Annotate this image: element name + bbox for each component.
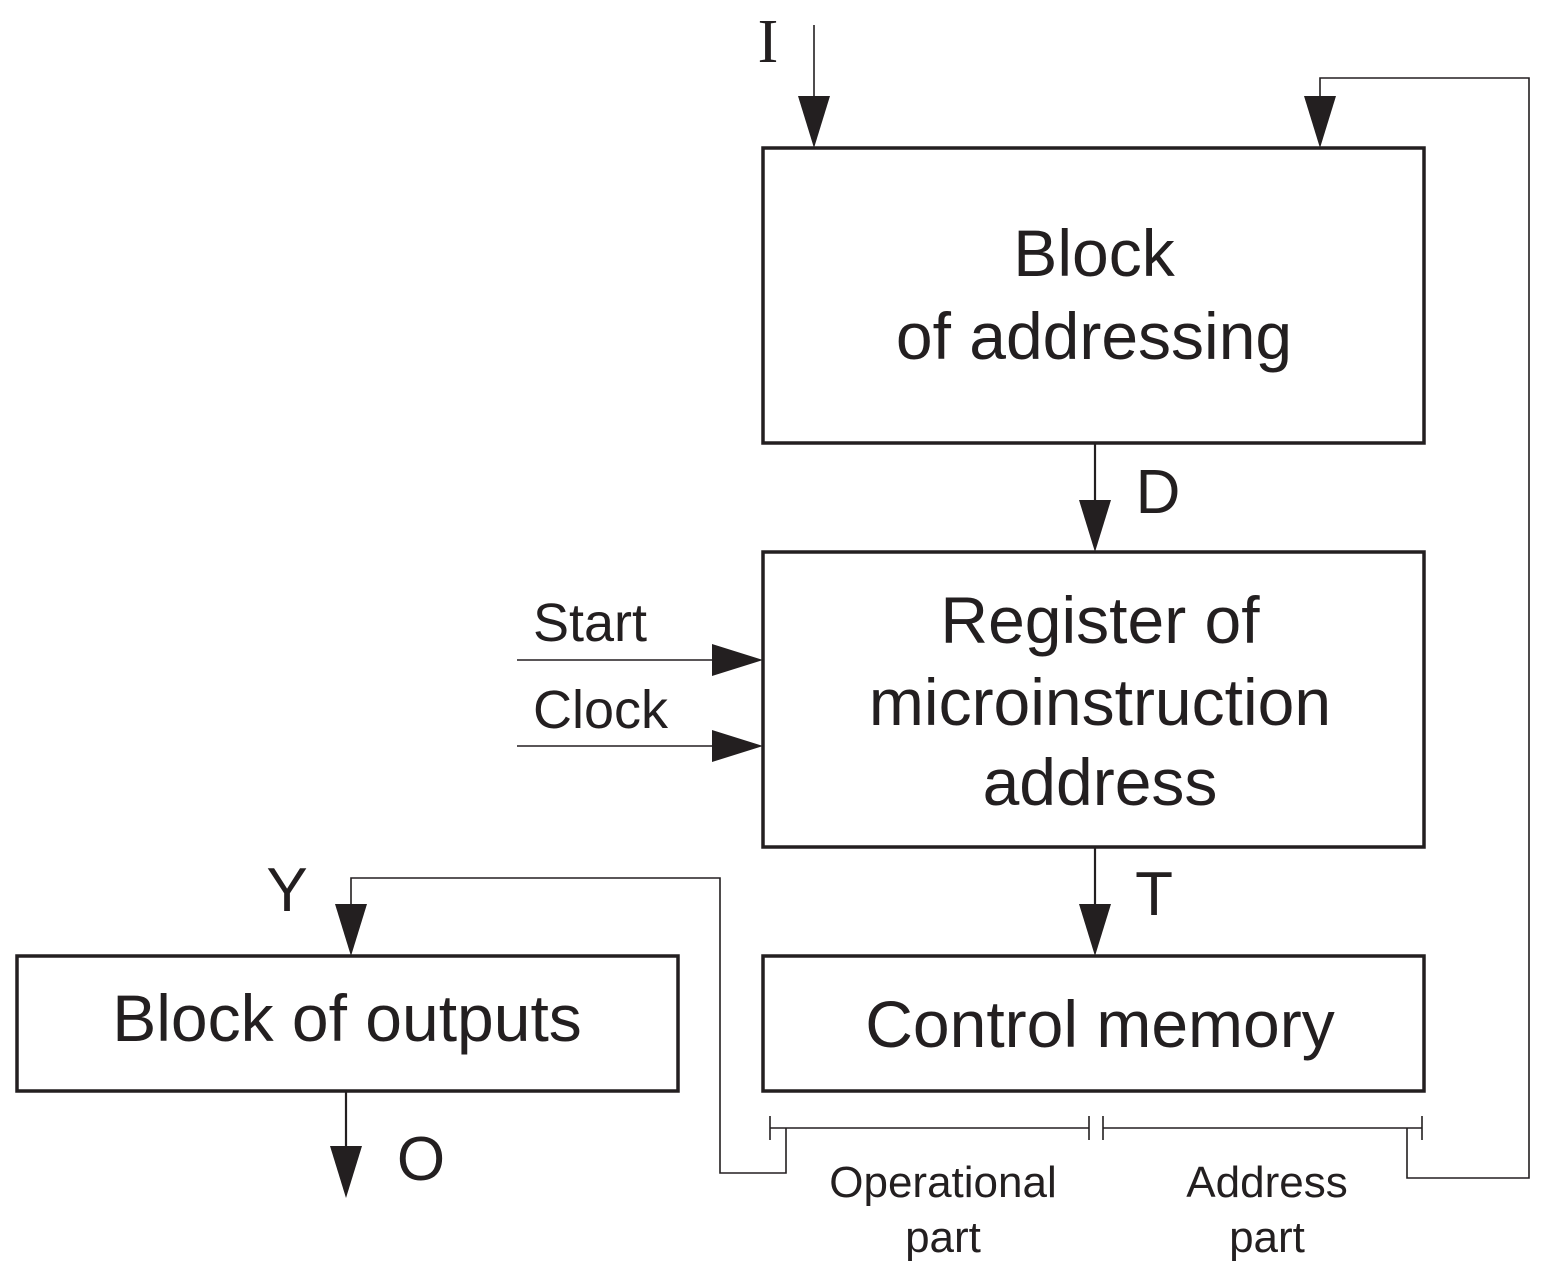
control-memory-block: Control memory [761,954,1426,1093]
signal-t-arrow: T [1079,847,1173,956]
block-of-addressing-label-line1: Block [1013,216,1175,290]
operational-part-label-line1: Operational [829,1158,1056,1207]
register-label-line1: Register of [940,583,1260,657]
start-label: Start [533,593,647,653]
signal-i-label: I [758,8,779,76]
input-i-arrow: I [758,8,830,148]
control-memory-label: Control memory [865,987,1334,1061]
signal-y-label: Y [266,856,307,925]
operational-feedback-line: Y [266,856,787,1174]
register-label-line2: microinstruction [869,665,1331,739]
clock-label: Clock [533,680,669,740]
signal-t-label: T [1135,860,1173,929]
clock-input-arrow: Clock [517,680,763,762]
signal-d-label: D [1136,458,1181,527]
operational-part-label-line2: part [905,1213,981,1262]
start-input-arrow: Start [517,593,763,676]
block-of-outputs: Block of outputs [15,954,680,1093]
register-of-microinstruction-address: Register of microinstruction address [761,550,1426,849]
address-feedback-line [1304,77,1530,1179]
block-of-outputs-label: Block of outputs [112,981,582,1055]
signal-o-label: O [397,1125,445,1194]
address-part-label-line2: part [1229,1213,1305,1262]
output-o-arrow: O [330,1091,445,1198]
address-part-label-line1: Address [1186,1158,1347,1207]
block-of-addressing: Block of addressing [761,146,1426,445]
signal-d-arrow: D [1079,443,1180,552]
register-label-line3: address [983,745,1218,819]
block-of-addressing-label-line2: of addressing [896,299,1292,373]
address-part-bracket [1102,1116,1423,1140]
operational-part-bracket [769,1116,1090,1140]
